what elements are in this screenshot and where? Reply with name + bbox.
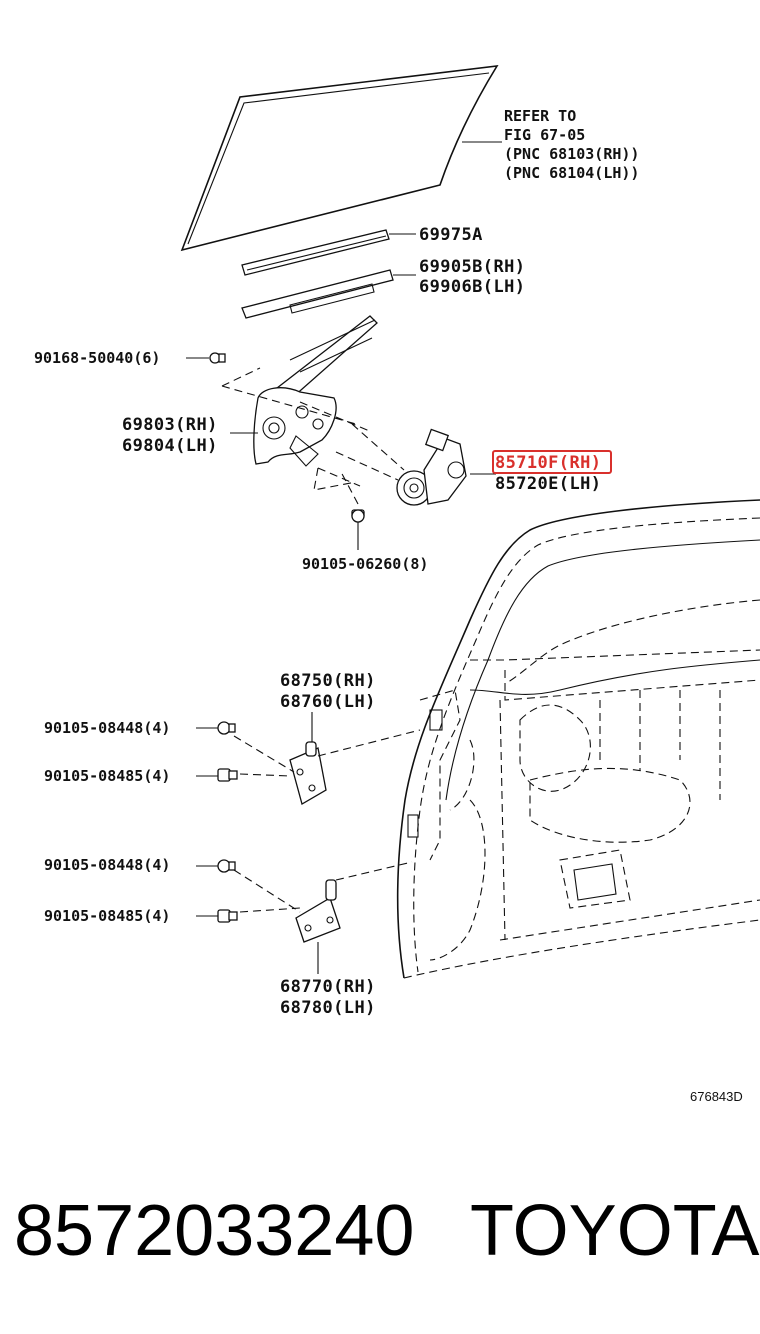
- label-motor-lh[interactable]: 85720E(LH): [495, 474, 601, 494]
- door-glass: [180, 65, 502, 252]
- lower-hinge: [196, 859, 413, 974]
- refer-line-3: (PNC 68103(RH)): [504, 145, 639, 163]
- bolt-90105-06260-icon: [339, 469, 365, 550]
- label-lower-hinge-lh[interactable]: 68780(LH): [280, 998, 376, 1018]
- label-regulator-rh[interactable]: 69803(RH): [122, 415, 218, 435]
- run-channel: [241, 229, 416, 276]
- label-regulator-lh[interactable]: 69804(LH): [122, 436, 218, 456]
- window-motor: [335, 423, 496, 506]
- door-body: [396, 499, 760, 979]
- bolt-upper-a-icon: [217, 721, 236, 735]
- upper-hinge: [196, 712, 421, 805]
- label-upper-hinge-lh[interactable]: 68760(LH): [280, 692, 376, 712]
- highlight-box: [492, 450, 612, 474]
- label-motor-rh[interactable]: 85710F(RH): [495, 453, 601, 473]
- figure-code: 676843D: [690, 1089, 743, 1104]
- label-lower-bolt-a[interactable]: 90105-08448(4): [44, 856, 170, 874]
- label-upper-bolt-b[interactable]: 90105-08485(4): [44, 767, 170, 785]
- footer-brand: TOYOTA: [470, 1191, 759, 1271]
- label-upper-hinge-rh[interactable]: 68750(RH): [280, 671, 376, 691]
- bolt-lower-b-icon: [217, 909, 238, 923]
- refer-line-1: REFER TO: [504, 107, 576, 125]
- bolt-lower-a-icon: [217, 859, 236, 873]
- label-upper-bolt-a[interactable]: 90105-08448(4): [44, 719, 170, 737]
- window-regulator: [186, 315, 378, 491]
- label-bolt-regulator[interactable]: 90105-06260(8): [302, 555, 428, 573]
- refer-line-2: FIG 67-05: [504, 126, 585, 144]
- label-lower-hinge-rh[interactable]: 68770(RH): [280, 977, 376, 997]
- label-weatherstrip-rh[interactable]: 69905B(RH): [419, 257, 525, 277]
- label-lower-bolt-b[interactable]: 90105-08485(4): [44, 907, 170, 925]
- refer-line-4: (PNC 68104(LH)): [504, 164, 639, 182]
- label-bolt-top[interactable]: 90168-50040(6): [34, 349, 160, 367]
- footer-part-number: 8572033240: [14, 1191, 414, 1271]
- bolt-90168-icon: [209, 352, 226, 364]
- label-weatherstrip-lh[interactable]: 69906B(LH): [419, 277, 525, 297]
- weatherstrip: [241, 269, 416, 319]
- label-run-channel[interactable]: 69975A: [419, 225, 483, 245]
- bolt-upper-b-icon: [217, 768, 238, 782]
- refer-note: REFER TO FIG 67-05 (PNC 68103(RH)) (PNC …: [504, 107, 639, 182]
